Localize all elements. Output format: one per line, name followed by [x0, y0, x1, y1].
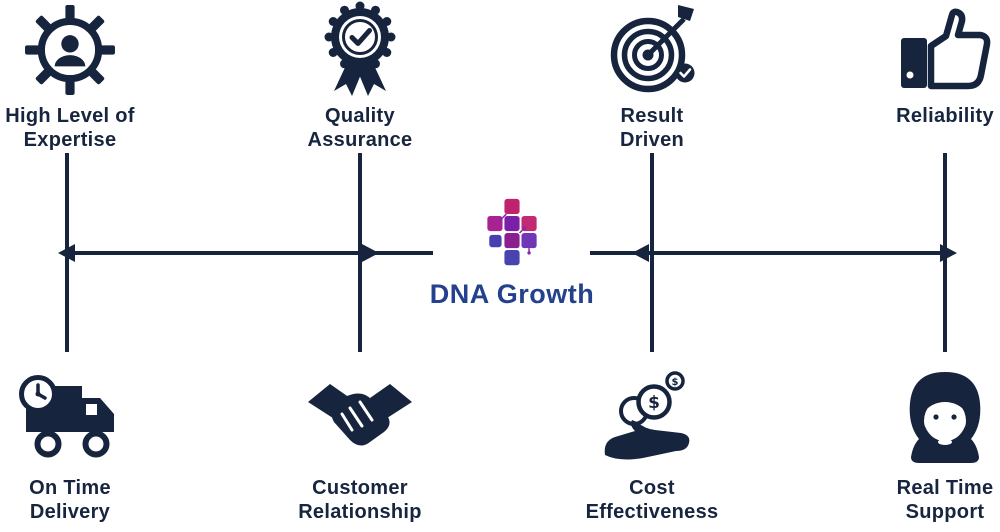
support-agent-icon	[909, 372, 981, 463]
arrowhead-right-outer-icon	[940, 244, 957, 262]
item-label: Real Time Support	[896, 477, 994, 523]
item-label: High Level of Expertise	[5, 105, 135, 151]
center-logo: DNA Growth	[412, 197, 612, 310]
item-result-driven: Result Driven	[542, 0, 762, 152]
item-cost-effectiveness: $ $ Cost Effectiveness	[542, 370, 762, 524]
item-reliability: Reliability	[835, 0, 1000, 128]
connector-horizontal-line-right	[590, 251, 945, 255]
item-on-time-delivery: On Time Delivery	[0, 370, 180, 524]
arrowhead-right-icon	[362, 244, 379, 262]
item-label: On Time Delivery	[29, 477, 111, 523]
item-label: Result Driven	[619, 105, 685, 151]
svg-text:$: $	[648, 393, 660, 413]
item-label: Quality Assurance	[307, 105, 413, 151]
medal-check-icon	[324, 1, 396, 96]
center-logo-text: DNA Growth	[429, 279, 595, 309]
item-label: Customer Relationship	[298, 477, 422, 523]
item-quality-assurance: Quality Assurance	[250, 0, 470, 152]
dna-growth-logo-icon	[487, 198, 537, 266]
hand-coins-icon: $ $	[604, 371, 690, 460]
arrowhead-left-inner-icon	[632, 244, 649, 262]
svg-text:$: $	[672, 377, 679, 388]
item-label: Reliability	[896, 105, 994, 127]
thumbs-up-icon	[901, 8, 991, 90]
item-high-level-of-expertise: High Level of Expertise	[0, 0, 180, 152]
item-real-time-support: Real Time Support	[835, 370, 1000, 524]
item-customer-relationship: Customer Relationship	[250, 370, 470, 524]
delivery-truck-clock-icon	[19, 375, 114, 458]
target-arrow-icon	[610, 5, 695, 93]
item-label: Cost Effectiveness	[585, 477, 719, 523]
handshake-icon	[308, 384, 412, 446]
arrowhead-left-icon	[58, 244, 75, 262]
gear-person-icon	[25, 5, 115, 95]
connector-horizontal-line-left	[67, 251, 433, 255]
